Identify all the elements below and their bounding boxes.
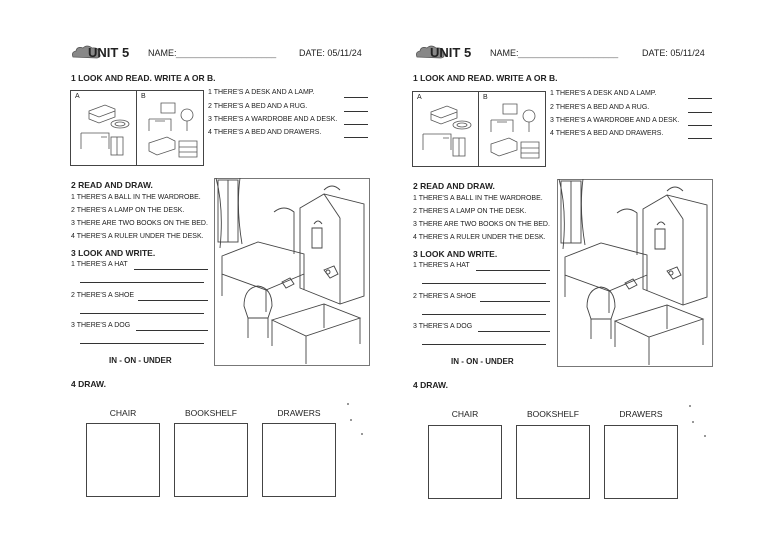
section-4-title: 4 DRAW. xyxy=(71,379,106,389)
sentence-2: 2 THERE'S A BED AND A RUG. xyxy=(550,104,650,111)
draw-box-bookshelf[interactable] xyxy=(174,423,248,497)
instruction-2: 2 THERE'S A LAMP ON THE DESK. xyxy=(413,208,527,215)
answer-shoe-line-1[interactable] xyxy=(480,301,550,302)
answer-shoe-line-1[interactable] xyxy=(138,300,208,301)
section-2-title: 2 READ AND DRAW. xyxy=(71,180,153,190)
instruction-2: 2 THERE'S A LAMP ON THE DESK. xyxy=(71,207,185,214)
answer-blank-2[interactable] xyxy=(688,112,712,113)
speck xyxy=(347,403,349,405)
cloud-icon xyxy=(72,45,101,59)
answer-dog-line-2[interactable] xyxy=(80,343,204,344)
section-1-title: 1 LOOK AND READ. WRITE A OR B. xyxy=(413,73,558,83)
speck xyxy=(689,405,691,407)
instruction-3: 3 THERE ARE TWO BOOKS ON THE BED. xyxy=(413,221,550,228)
label-a: A xyxy=(417,94,422,101)
answer-shoe-line-2[interactable] xyxy=(422,314,546,315)
draw-label-chair: CHAIR xyxy=(109,408,137,418)
sentence-4: 4 THERE'S A BED AND DRAWERS. xyxy=(208,129,322,136)
answer-blank-3[interactable] xyxy=(344,124,368,125)
answer-hat-line-1[interactable] xyxy=(476,270,550,271)
word-hint: IN - ON - UNDER xyxy=(109,356,172,365)
draw-label-drawers: DRAWERS xyxy=(277,408,321,418)
sentence-2: 2 THERE'S A BED AND A RUG. xyxy=(208,103,308,110)
section-3-title: 3 LOOK AND WRITE. xyxy=(71,248,156,258)
name-label: NAME: xyxy=(490,48,519,58)
name-field[interactable]: ____________________ xyxy=(176,48,277,58)
unit-title: UNIT 5 xyxy=(88,45,130,60)
instruction-4: 4 THERE'S A RULER UNDER THE DESK. xyxy=(413,234,546,241)
sentence-4: 4 THERE'S A BED AND DRAWERS. xyxy=(550,130,664,137)
picture-box-ab: A B xyxy=(412,91,546,167)
draw-box-chair[interactable] xyxy=(86,423,160,497)
furniture-drawings xyxy=(422,103,540,159)
speck xyxy=(361,433,363,435)
picture-box-ab: A B xyxy=(70,90,204,166)
section-2-title: 2 READ AND DRAW. xyxy=(413,181,495,191)
draw-box-drawers[interactable] xyxy=(262,423,336,497)
worksheet-right: UNIT 5 NAME: ____________________ DATE: … xyxy=(384,0,768,543)
speck xyxy=(704,435,706,437)
instruction-4: 4 THERE'S A RULER UNDER THE DESK. xyxy=(71,233,204,240)
label-b: B xyxy=(141,93,146,100)
worksheet-left: UNIT 5 NAME: ____________________ DATE: … xyxy=(70,45,370,497)
speck xyxy=(350,419,352,421)
word-hint: IN - ON - UNDER xyxy=(451,357,514,366)
answer-blank-3[interactable] xyxy=(688,125,712,126)
prompt-hat: 1 THERE'S A HAT xyxy=(71,261,128,268)
draw-label-bookshelf: BOOKSHELF xyxy=(185,408,237,418)
draw-label-chair: CHAIR xyxy=(451,409,479,419)
furniture-drawings xyxy=(80,102,198,158)
answer-dog-line-2[interactable] xyxy=(422,344,546,345)
bedroom-illustration xyxy=(214,178,370,366)
section-4-title: 4 DRAW. xyxy=(413,380,448,390)
draw-box-bookshelf[interactable] xyxy=(516,425,590,499)
answer-blank-1[interactable] xyxy=(688,98,712,99)
answer-blank-2[interactable] xyxy=(344,111,368,112)
draw-box-drawers[interactable] xyxy=(604,425,678,499)
answer-hat-line-2[interactable] xyxy=(80,282,204,283)
prompt-dog: 3 THERE'S A DOG xyxy=(413,323,473,330)
answer-dog-line-1[interactable] xyxy=(478,331,550,332)
speck xyxy=(692,421,694,423)
answer-blank-4[interactable] xyxy=(344,137,368,138)
cloud-icon xyxy=(416,45,445,59)
answer-dog-line-1[interactable] xyxy=(136,330,208,331)
instruction-3: 3 THERE ARE TWO BOOKS ON THE BED. xyxy=(71,220,208,227)
answer-shoe-line-2[interactable] xyxy=(80,313,204,314)
label-b: B xyxy=(483,94,488,101)
answer-blank-4[interactable] xyxy=(688,138,712,139)
unit-title: UNIT 5 xyxy=(430,45,472,60)
section-3-title: 3 LOOK AND WRITE. xyxy=(413,249,498,259)
date-label: DATE: 05/11/24 xyxy=(299,48,362,58)
section-1-title: 1 LOOK AND READ. WRITE A OR B. xyxy=(71,73,216,83)
answer-blank-1[interactable] xyxy=(344,97,368,98)
prompt-hat: 1 THERE'S A HAT xyxy=(413,262,470,269)
answer-hat-line-1[interactable] xyxy=(134,269,208,270)
draw-box-chair[interactable] xyxy=(428,425,502,499)
label-a: A xyxy=(75,93,80,100)
date-label: DATE: 05/11/24 xyxy=(642,48,705,58)
prompt-shoe: 2 THERE'S A SHOE xyxy=(71,292,135,299)
instruction-1: 1 THERE'S A BALL IN THE WARDROBE. xyxy=(71,194,201,201)
prompt-dog: 3 THERE'S A DOG xyxy=(71,322,131,329)
name-field[interactable]: ____________________ xyxy=(518,48,619,58)
answer-hat-line-2[interactable] xyxy=(422,283,546,284)
sentence-3: 3 THERE'S A WARDROBE AND A DESK. xyxy=(208,116,338,123)
sentence-1: 1 THERE'S A DESK AND A LAMP. xyxy=(550,90,657,97)
bedroom-illustration xyxy=(557,179,713,367)
draw-label-drawers: DRAWERS xyxy=(619,409,663,419)
name-label: NAME: xyxy=(148,48,177,58)
prompt-shoe: 2 THERE'S A SHOE xyxy=(413,293,477,300)
draw-label-bookshelf: BOOKSHELF xyxy=(527,409,579,419)
sentence-3: 3 THERE'S A WARDROBE AND A DESK. xyxy=(550,117,680,124)
instruction-1: 1 THERE'S A BALL IN THE WARDROBE. xyxy=(413,195,543,202)
sentence-1: 1 THERE'S A DESK AND A LAMP. xyxy=(208,89,315,96)
